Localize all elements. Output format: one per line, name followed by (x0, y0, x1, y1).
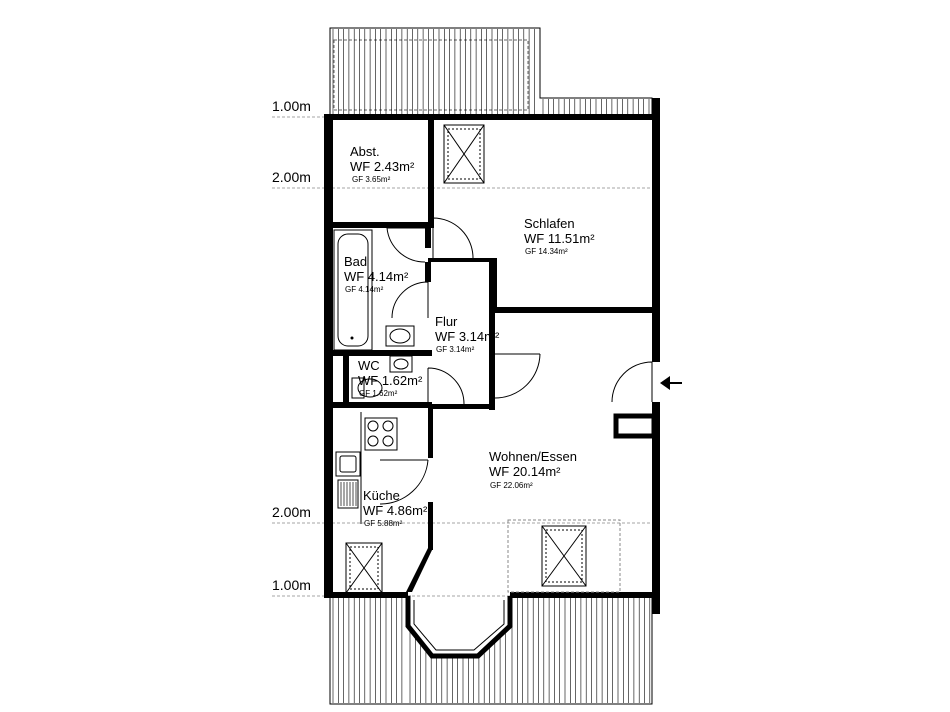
roof-bottom (329, 595, 653, 705)
room-gf: GF 3.65m² (352, 175, 391, 184)
room-wf: WF 3.14m² (435, 329, 500, 344)
walls (324, 98, 660, 659)
room-gf: GF 5.88m² (364, 519, 403, 528)
skylight-icon (443, 124, 485, 184)
room-label-schlafen: Schlafen WF 11.51m² GF 14.34m² (524, 216, 595, 256)
room-gf: GF 3.14m² (436, 345, 475, 354)
room-gf: GF 22.06m² (490, 481, 533, 490)
room-wf: WF 4.86m² (363, 503, 428, 518)
room-name: Wohnen/Essen (489, 449, 577, 464)
entrance-arrow-icon (660, 376, 682, 390)
skylight-frame (507, 519, 621, 593)
skylight-icon (541, 525, 587, 587)
room-gf: GF 14.34m² (525, 247, 568, 256)
room-wf: WF 20.14m² (489, 464, 561, 479)
room-name: WC (358, 358, 380, 373)
washbasin-icon (385, 325, 415, 347)
room-name: Abst. (350, 144, 380, 159)
room-gf: GF 1.62m² (359, 389, 398, 398)
roof-top (329, 27, 653, 117)
room-wf: WF 4.14m² (344, 269, 409, 284)
room-label-kueche: Küche WF 4.86m² GF 5.88m² (363, 488, 428, 528)
room-wf: WF 1.62m² (358, 373, 423, 388)
washbasin-icon (389, 355, 413, 373)
room-label-bad: Bad WF 4.14m² GF 4.14m² (344, 254, 409, 294)
stove-icon (364, 417, 398, 451)
drainboard (337, 479, 359, 509)
height-label-top-1: 1.00m (272, 98, 311, 114)
height-label-top-2: 2.00m (272, 169, 311, 185)
toilet-icon (351, 377, 383, 399)
room-wf: WF 11.51m² (524, 231, 595, 246)
sink-icon (335, 451, 361, 477)
room-label-wohnen-essen: Wohnen/Essen WF 20.14m² GF 22.06m² (489, 449, 577, 490)
room-gf: GF 4.14m² (345, 285, 384, 294)
room-label-abst: Abst. WF 2.43m² GF 3.65m² (350, 144, 415, 184)
height-label-bottom-2: 2.00m (272, 504, 311, 520)
room-name: Bad (344, 254, 367, 269)
height-label-bottom-1: 1.00m (272, 577, 311, 593)
room-name: Schlafen (524, 216, 575, 231)
room-name: Flur (435, 314, 458, 329)
room-name: Küche (363, 488, 400, 503)
bathtub-icon (333, 229, 373, 351)
skylight-icon (345, 542, 383, 594)
room-label-flur: Flur WF 3.14m² GF 3.14m² (435, 314, 500, 354)
doors (379, 217, 653, 505)
room-label-wc: WC WF 1.62m² GF 1.62m² (358, 358, 423, 398)
room-wf: WF 2.43m² (350, 159, 415, 174)
